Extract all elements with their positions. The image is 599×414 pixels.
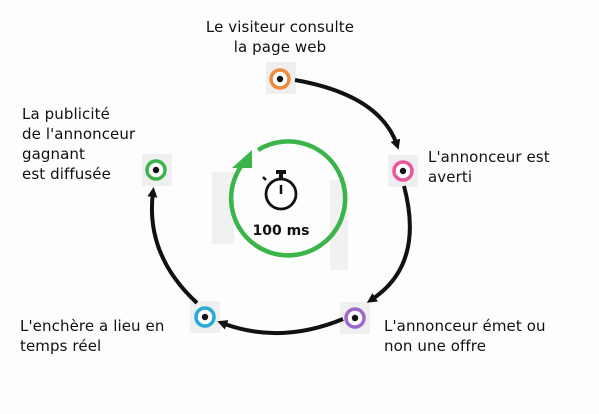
arrow-auction-to-ad-shown — [147, 187, 199, 305]
timer-label: 100 ms — [252, 223, 309, 239]
node-auction — [194, 306, 216, 328]
node-bid — [344, 307, 366, 329]
node-advertiser-notified — [392, 160, 414, 182]
stopwatch-icon — [262, 170, 298, 211]
node-ad-shown — [145, 159, 167, 181]
center-bg-left — [212, 172, 234, 244]
step-label-auction: L'enchère a lieu en temps réel — [20, 317, 165, 355]
arrow-bid-to-auction — [217, 317, 344, 335]
step-label-bid: L'annonceur émet ou non une offre — [384, 317, 546, 355]
node-visitor — [269, 68, 291, 90]
step-label-advertiser-notified: L'annonceur est averti — [428, 148, 550, 186]
timer-ring — [228, 139, 348, 258]
step-label-ad-shown: La publicité de l'annonceur gagnant est … — [22, 105, 136, 183]
arrow-notified-to-bid — [366, 185, 412, 303]
step-label-visitor: Le visiteur consulte la page web — [205, 18, 355, 56]
timer-ring-arrowhead — [232, 150, 252, 168]
arrow-visitor-to-notified — [294, 78, 401, 150]
